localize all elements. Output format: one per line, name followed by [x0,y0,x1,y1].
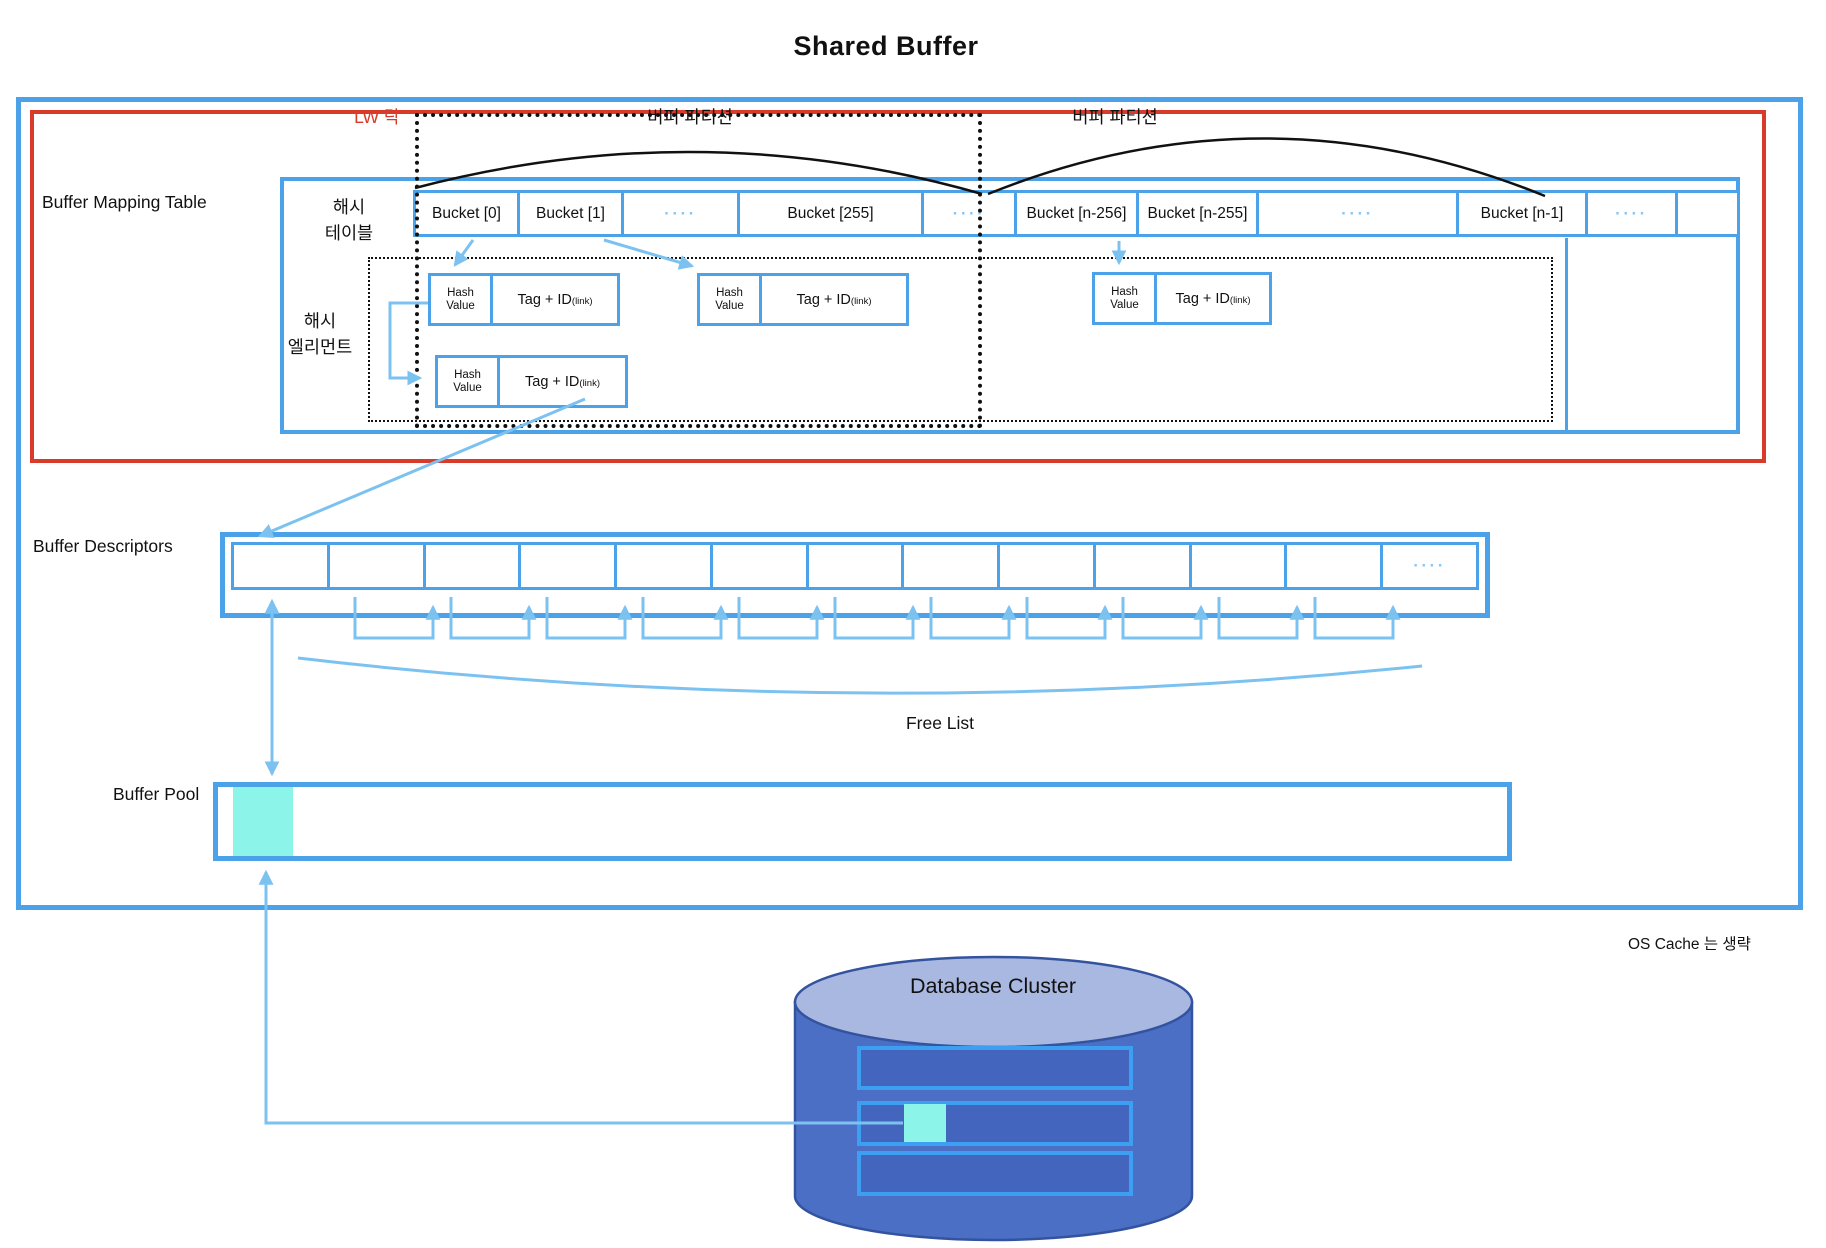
buffer-partition-label-2: 버퍼 파티션 [1072,107,1158,127]
lw-lock-region-box [30,110,1766,463]
database-file-row [857,1151,1133,1196]
database-file-row [857,1101,1133,1146]
descriptor-cell [426,545,522,587]
buffer-pool-page [233,787,293,856]
hash-value-cell: Hash Value [1095,275,1157,322]
bucket-cell-ellipsis: ···· [1259,193,1459,234]
page-title: Shared Buffer [793,31,979,61]
bucket-cell: Bucket [1] [520,193,624,234]
shared-buffer-box [16,97,1803,910]
descriptor-cell [234,545,330,587]
bucket-cell-ellipsis: ···· [924,193,1017,234]
buffer-mapping-table-label: Buffer Mapping Table [42,192,207,212]
hash-table-label: 해시 테이블 [324,197,374,243]
lw-lock-label: LW 락 [354,107,400,127]
descriptor-cell [617,545,713,587]
hash-value-cell: Hash Value [438,358,500,405]
bucket-cell-ellipsis: ···· [624,193,740,234]
hash-element-label: 해시 엘리먼트 [287,311,353,357]
buffer-partition-label-1: 버퍼 파티션 [647,107,733,127]
bucket-cell-ellipsis: ···· [1588,193,1678,234]
descriptor-cell [521,545,618,587]
buffer-pool-box [213,782,1512,861]
hash-value-cell: Hash Value [431,276,493,323]
bucket-cell: Bucket [0] [416,193,520,234]
descriptor-cell [1000,545,1096,587]
bucket-cell: Bucket [255] [740,193,924,234]
buffer-partition-outline [415,113,982,428]
tag-id-cell: Tag + ID(link) [796,291,872,308]
hash-element-group-outline [368,257,1553,422]
descriptor-cell [1096,545,1192,587]
free-list-label: Free List [905,713,975,733]
buffer-descriptors-row: ···· [231,542,1479,590]
hash-element-box: Hash Value Tag + ID(link) [1092,272,1272,325]
descriptor-cell [1287,545,1384,587]
descriptor-cell [713,545,809,587]
hash-table-bucket-row: Bucket [0] Bucket [1] ···· Bucket [255] … [413,190,1740,237]
hash-element-box: Hash Value Tag + ID(link) [428,273,620,326]
database-file-row [857,1046,1133,1090]
cylinder-top [793,955,1194,1049]
tag-id-cell: Tag + ID(link) [1175,290,1251,307]
bucket-cell: Bucket [n-1] [1459,193,1588,234]
bucket-cell: Bucket [n-255] [1139,193,1259,234]
descriptor-cell [809,545,905,587]
descriptor-cell-ellipsis: ···· [1413,556,1446,575]
bucket-cell: Bucket [n-256] [1017,193,1139,234]
buffer-descriptors-label: Buffer Descriptors [33,536,173,556]
tag-id-cell: Tag + ID(link) [517,291,593,308]
bucket-row-filler [1678,193,1737,234]
descriptor-cell [1192,545,1288,587]
descriptor-cell [904,545,1001,587]
database-page [904,1104,946,1142]
os-cache-note: OS Cache 는 생략 [1628,936,1751,953]
hash-element-box: Hash Value Tag + ID(link) [697,273,909,326]
mapping-table-inner-divider [1565,238,1568,430]
tag-id-cell: Tag + ID(link) [525,373,600,390]
descriptor-cell [330,545,426,587]
database-cluster-label: Database Cluster [909,974,1077,998]
hash-value-cell: Hash Value [700,276,762,323]
buffer-pool-label: Buffer Pool [113,784,200,804]
